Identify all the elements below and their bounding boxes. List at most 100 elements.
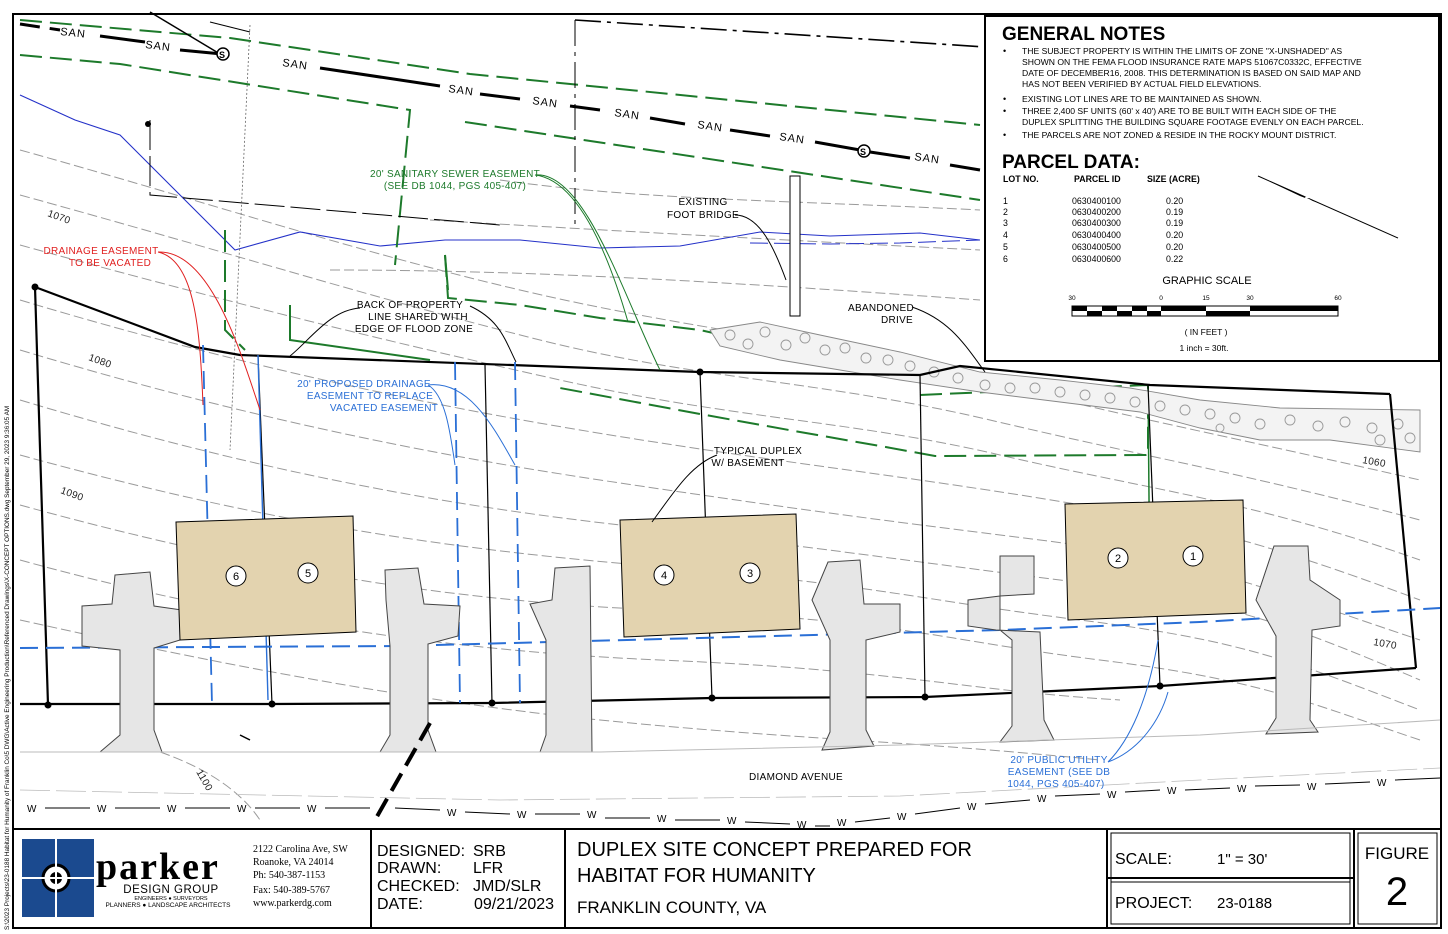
proposed-drainage-label: VACATED EASEMENT xyxy=(330,403,438,414)
water-label: W xyxy=(517,810,527,821)
contour-label-1070-east: 1070 xyxy=(1372,637,1397,652)
typical-duplex-label: W/ BASEMENT xyxy=(711,458,784,469)
back-property-label: BACK OF PROPERTY xyxy=(357,300,463,311)
proposed-drainage-label: 20' PROPOSED DRAINAGE xyxy=(297,379,431,390)
parcel-header-size: SIZE (ACRE) xyxy=(1147,174,1200,184)
san-label: SAN xyxy=(914,151,941,166)
water-label: W xyxy=(837,818,847,829)
svg-text:Fax: 540-389-5767: Fax: 540-389-5767 xyxy=(253,885,330,896)
svg-text:•: • xyxy=(1003,130,1006,140)
svg-text:•: • xyxy=(1003,46,1006,56)
water-label: W xyxy=(97,804,107,815)
svg-text:0630400100: 0630400100 xyxy=(1072,196,1121,206)
annotation-foot-bridge: EXISTING FOOT BRIDGE xyxy=(667,197,739,221)
svg-text:•: • xyxy=(1003,106,1006,116)
lot-number: 6 xyxy=(233,571,239,583)
contour-label-1090: 1090 xyxy=(59,485,85,503)
company-sub: DESIGN GROUP xyxy=(123,884,218,896)
svg-text:0.19: 0.19 xyxy=(1166,207,1183,217)
svg-text:6: 6 xyxy=(1003,254,1008,264)
annotation-proposed-drainage: 20' PROPOSED DRAINAGE EASEMENT TO REPLAC… xyxy=(297,379,438,414)
water-line: W W W W W W W W W W W W W W W W W W W W xyxy=(27,777,1441,831)
company-tag-2: PLANNERS ● LANDSCAPE ARCHITECTS xyxy=(106,902,232,909)
designed-value: SRB xyxy=(473,843,506,860)
water-label: W xyxy=(1237,784,1247,795)
sewer-easement-lines xyxy=(19,19,981,379)
drainage-vacated-label: TO BE VACATED xyxy=(69,258,151,269)
duplex-center xyxy=(619,513,801,638)
utility-easement-label: 20' PUBLIC UTILITY xyxy=(1010,755,1107,766)
north-arrow: N xyxy=(1257,175,1399,239)
manhole-symbol: S xyxy=(219,50,225,60)
svg-text:0630400600: 0630400600 xyxy=(1072,254,1121,264)
typical-duplex-label: TYPICAL DUPLEX xyxy=(714,446,802,457)
graphic-scale-title: GRAPHIC SCALE xyxy=(1162,275,1251,287)
svg-text:2122 Carolina Ave, SW: 2122 Carolina Ave, SW xyxy=(253,844,348,855)
annotation-typical-duplex: TYPICAL DUPLEX W/ BASEMENT xyxy=(711,446,802,469)
map-area: 1070 1080 1090 1100 1060 1070 xyxy=(19,11,1441,831)
contour-label-1080: 1080 xyxy=(87,352,113,370)
annotation-back-property: BACK OF PROPERTY LINE SHARED WITH EDGE O… xyxy=(355,300,473,335)
svg-text:Ph: 540-387-1153: Ph: 540-387-1153 xyxy=(253,870,325,881)
foot-bridge xyxy=(789,175,801,317)
duplex-west xyxy=(175,515,357,641)
lot-number: 4 xyxy=(661,570,667,582)
note-3-line-2: DUPLEX SPLITTING THE BUILDING SQUARE FOO… xyxy=(1022,117,1364,127)
figure-label: FIGURE xyxy=(1365,844,1429,863)
san-label: SAN xyxy=(614,107,641,122)
drainage-easement-lines xyxy=(202,344,521,705)
svg-text:•: • xyxy=(1003,94,1006,104)
project-label: PROJECT: xyxy=(1115,895,1192,912)
svg-text:0630400500: 0630400500 xyxy=(1072,242,1121,252)
back-property-label: EDGE OF FLOOD ZONE xyxy=(355,324,473,335)
water-label: W xyxy=(307,804,317,815)
graphic-scale-ratio: 1 inch = 30ft. xyxy=(1180,343,1229,353)
svg-text:0.19: 0.19 xyxy=(1166,218,1183,228)
abandoned-drive-label: ABANDONED xyxy=(848,303,914,314)
note-2: EXISTING LOT LINES ARE TO BE MAINTAINED … xyxy=(1022,94,1262,104)
svg-text:0: 0 xyxy=(1159,295,1163,302)
note-1-line-3: DATE OF DECEMBER16, 2008. THIS DETERMINA… xyxy=(1022,68,1361,78)
water-label: W xyxy=(967,802,977,813)
right-of-way-line xyxy=(574,19,1001,49)
contour-label-1070: 1070 xyxy=(46,208,72,226)
svg-text:60: 60 xyxy=(1334,295,1342,302)
lot-number: 3 xyxy=(747,568,753,580)
scale-value: 1" = 30' xyxy=(1217,851,1267,868)
drawn-value: LFR xyxy=(473,860,503,877)
svg-text:5: 5 xyxy=(1003,242,1008,252)
back-property-label: LINE SHARED WITH xyxy=(368,312,468,323)
san-label: SAN xyxy=(60,26,87,41)
sewer-easement-label: 20' SANITARY SEWER EASEMENT xyxy=(370,169,540,180)
svg-text:30: 30 xyxy=(1246,295,1254,302)
water-label: W xyxy=(587,810,597,821)
contour-label-1100: 1100 xyxy=(193,768,214,793)
note-4: THE PARCELS ARE NOT ZONED & RESIDE IN TH… xyxy=(1022,130,1336,140)
foot-bridge-label: EXISTING xyxy=(678,197,727,208)
creek-line xyxy=(19,94,981,251)
svg-text:3: 3 xyxy=(1003,218,1008,228)
duplex-buildings xyxy=(175,499,1247,641)
svg-text:4: 4 xyxy=(1003,230,1008,240)
san-label: SAN xyxy=(532,95,559,110)
sanitary-sewer-line: S S SAN SAN SAN SAN SAN SAN SAN SAN SAN xyxy=(19,11,981,172)
general-notes-title: GENERAL NOTES xyxy=(1002,24,1165,45)
svg-text:0.20: 0.20 xyxy=(1166,230,1183,240)
water-label: W xyxy=(237,804,247,815)
drawing-title-line-1: DUPLEX SITE CONCEPT PREPARED FOR xyxy=(577,839,972,861)
title-block: parker DESIGN GROUP ENGINEERS ● SURVEYOR… xyxy=(12,828,1442,929)
date-value: 09/21/2023 xyxy=(474,896,554,913)
checked-label: CHECKED: xyxy=(377,878,460,895)
svg-text:Roanoke, VA 24014: Roanoke, VA 24014 xyxy=(253,857,333,868)
water-label: W xyxy=(1377,778,1387,789)
company-address: 2122 Carolina Ave, SW Roanoke, VA 24014 … xyxy=(253,844,348,909)
san-label: SAN xyxy=(145,39,172,54)
parcel-data-title: PARCEL DATA: xyxy=(1002,152,1140,173)
proposed-drainage-label: EASEMENT TO REPLACE xyxy=(307,391,433,402)
parcel-header-id: PARCEL ID xyxy=(1074,174,1121,184)
company-name: parker xyxy=(96,846,220,888)
drainage-vacated-label: DRAINAGE EASEMENT xyxy=(43,246,158,257)
san-label: SAN xyxy=(282,57,309,72)
